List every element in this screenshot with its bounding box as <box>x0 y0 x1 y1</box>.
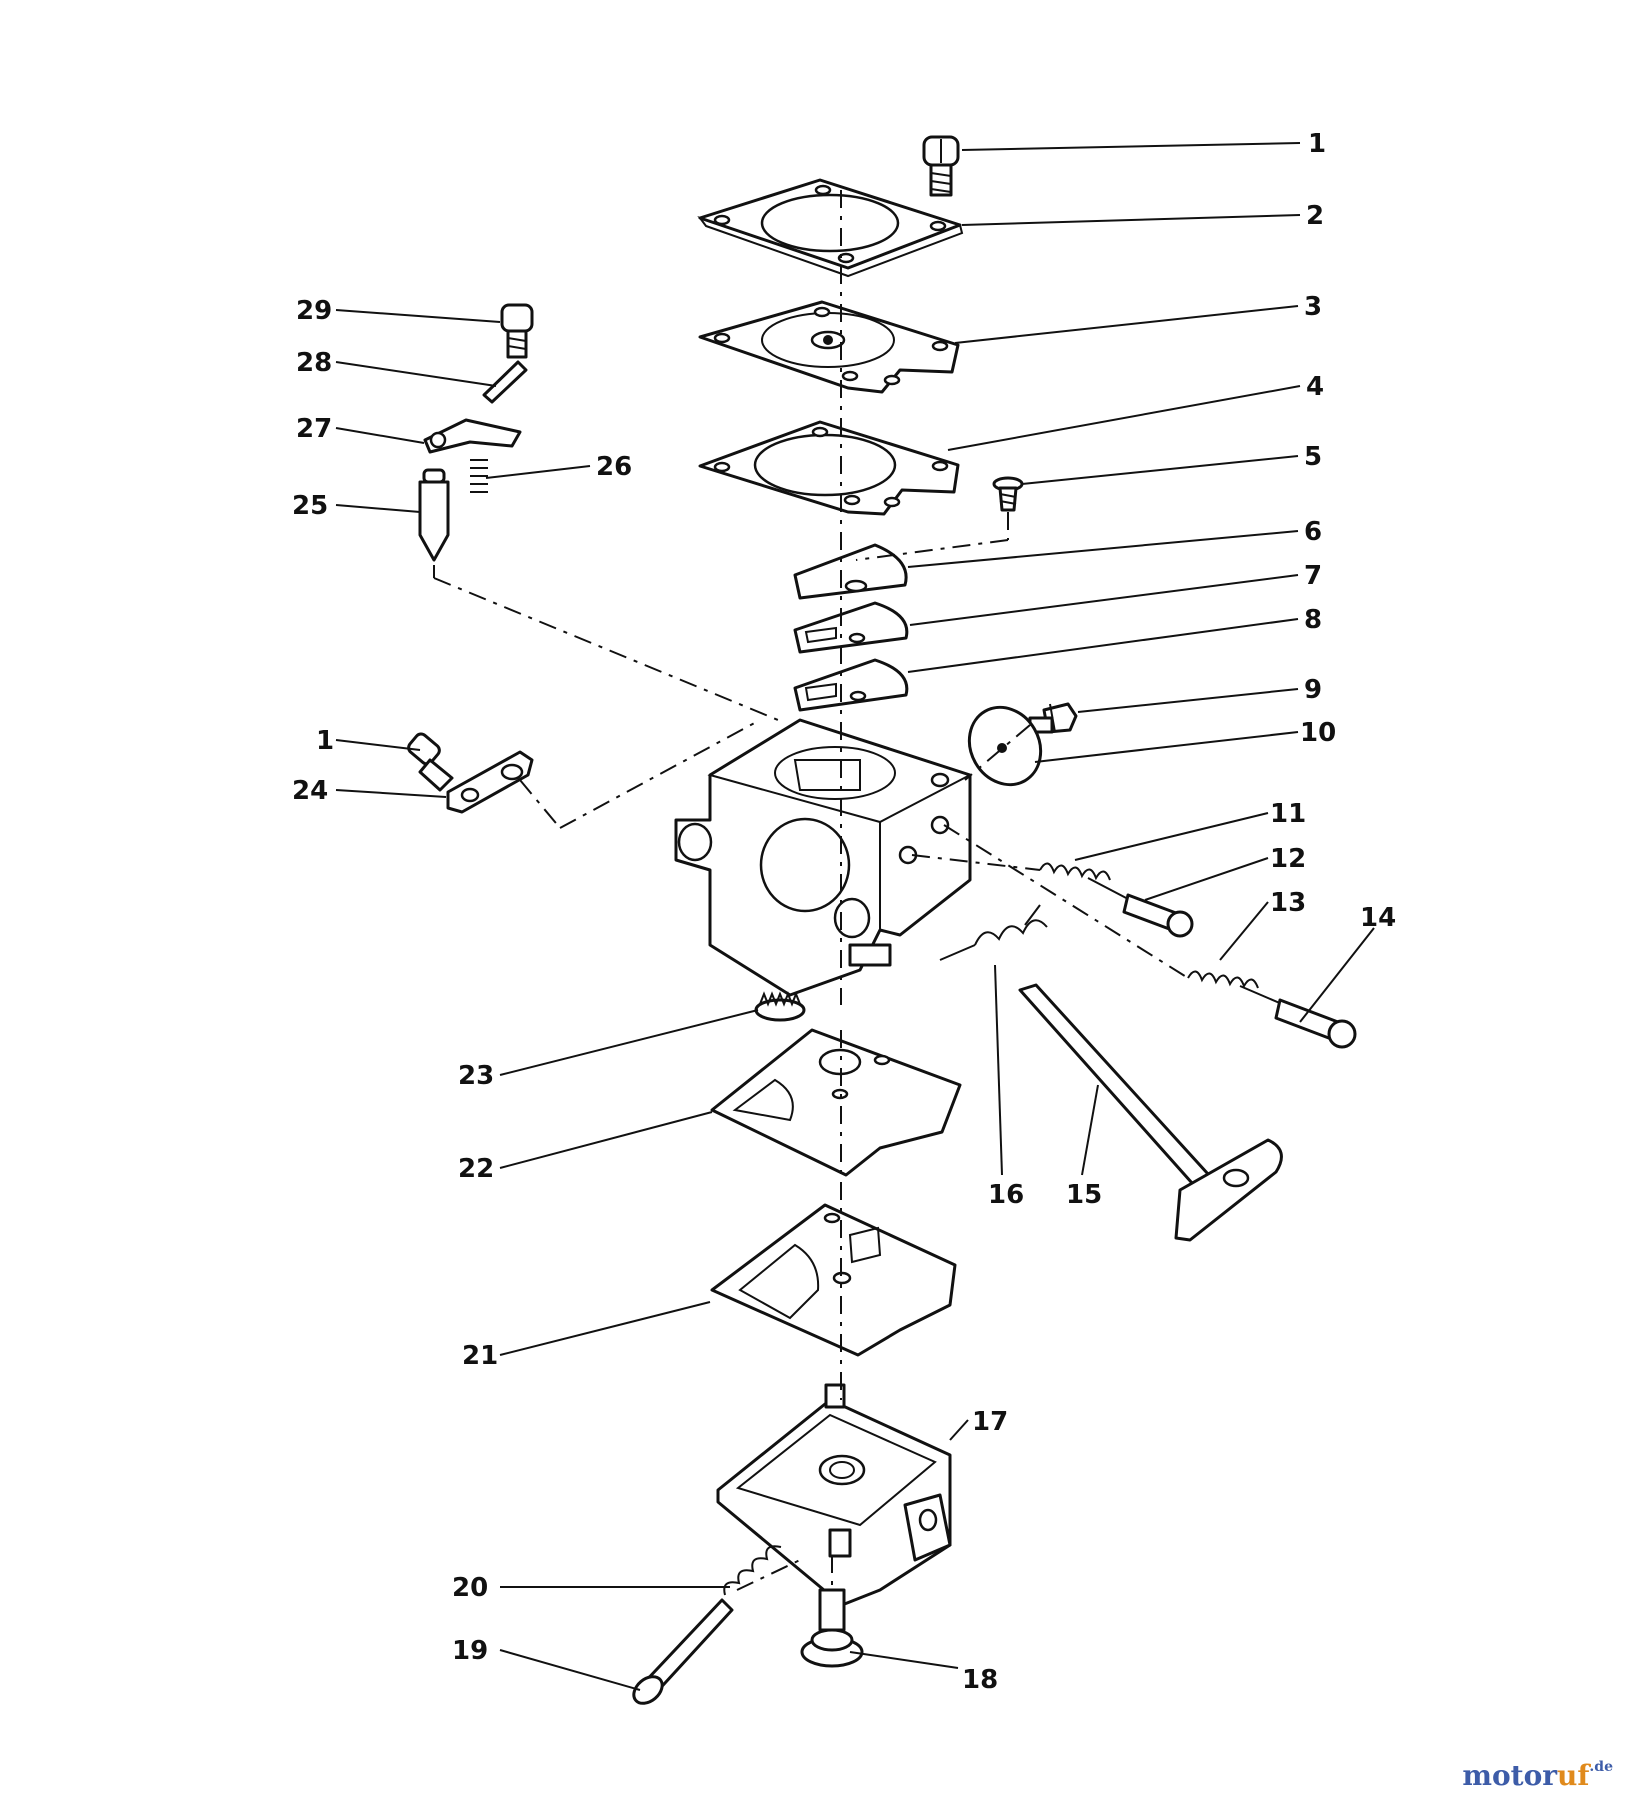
part-21-diaphragm <box>710 1203 957 1357</box>
callout-9: 9 <box>1304 675 1322 705</box>
watermark-suffix: .de <box>1589 1759 1613 1775</box>
callout-26: 26 <box>596 452 632 482</box>
assembly-center-lines <box>433 190 1189 1591</box>
callout-29: 29 <box>296 296 332 326</box>
callout-14: 14 <box>1360 903 1396 933</box>
callout-11: 11 <box>1270 799 1306 829</box>
callout-24: 24 <box>292 776 328 806</box>
watermark-part1: motor <box>1462 1759 1558 1792</box>
part-19-screw <box>632 1598 734 1705</box>
part-23-screen <box>754 991 806 1022</box>
part-25-needle <box>418 468 450 562</box>
part-29-screw <box>500 303 534 359</box>
callout-7: 7 <box>1304 561 1322 591</box>
callout-2: 2 <box>1306 201 1324 231</box>
part-24-choke-lever <box>446 750 534 814</box>
callout-21: 21 <box>462 1341 498 1371</box>
callout-1-left: 1 <box>316 726 334 756</box>
callout-3: 3 <box>1304 292 1322 322</box>
part-3-pump-diaphragm <box>698 300 960 394</box>
part-16-torsion-spring <box>939 904 1048 961</box>
part-7-plate <box>793 601 909 654</box>
callout-6: 6 <box>1304 517 1322 547</box>
callout-labels: 1 2 3 4 5 6 7 8 9 10 11 12 13 14 15 16 1… <box>292 129 1396 1695</box>
part-8-plate <box>793 658 909 712</box>
callout-10: 10 <box>1300 718 1336 748</box>
part-2-pump-cover <box>697 178 964 278</box>
callout-17: 17 <box>972 1407 1008 1437</box>
part-10-disc <box>967 705 1043 787</box>
part-1-screw-left <box>407 732 454 792</box>
callout-12: 12 <box>1270 844 1306 874</box>
callout-leaders <box>335 142 1375 1691</box>
callout-13: 13 <box>1270 888 1306 918</box>
callout-5: 5 <box>1304 442 1322 472</box>
part-1-screw-top <box>922 135 960 197</box>
callout-15: 15 <box>1066 1180 1102 1210</box>
callout-4: 4 <box>1306 372 1324 402</box>
callout-27: 27 <box>296 414 332 444</box>
part-20-spring <box>723 1545 782 1596</box>
callout-25: 25 <box>292 491 328 521</box>
callout-23: 23 <box>458 1061 494 1091</box>
callout-19: 19 <box>452 1636 488 1666</box>
part-26-spring <box>470 459 488 493</box>
part-4-pump-gasket <box>698 420 960 516</box>
part-22-gasket <box>710 1028 962 1177</box>
callout-16: 16 <box>988 1180 1024 1210</box>
callout-1-top: 1 <box>1308 129 1326 159</box>
watermark-part2: uf <box>1557 1759 1590 1792</box>
part-17-cover <box>716 1383 952 1607</box>
part-18-screw <box>800 1588 864 1668</box>
callout-20: 20 <box>452 1573 488 1603</box>
part-13-spring <box>1187 970 1259 989</box>
callout-28: 28 <box>296 348 332 378</box>
part-11-spring <box>1039 862 1111 881</box>
part-27-lever <box>423 418 522 454</box>
part-28-pin <box>482 360 528 404</box>
watermark-logo: motoruf.de <box>1462 1759 1613 1792</box>
part-6-plate <box>793 543 908 600</box>
part-5-screw <box>992 476 1024 512</box>
part-12-needle <box>1087 877 1194 938</box>
part-14-needle <box>1239 985 1357 1049</box>
callout-18: 18 <box>962 1665 998 1695</box>
part-9-screw <box>1028 702 1078 734</box>
callout-8: 8 <box>1304 605 1322 635</box>
carburetor-body <box>674 718 973 997</box>
part-15-throttle-shaft <box>1018 983 1283 1242</box>
callout-22: 22 <box>458 1154 494 1184</box>
